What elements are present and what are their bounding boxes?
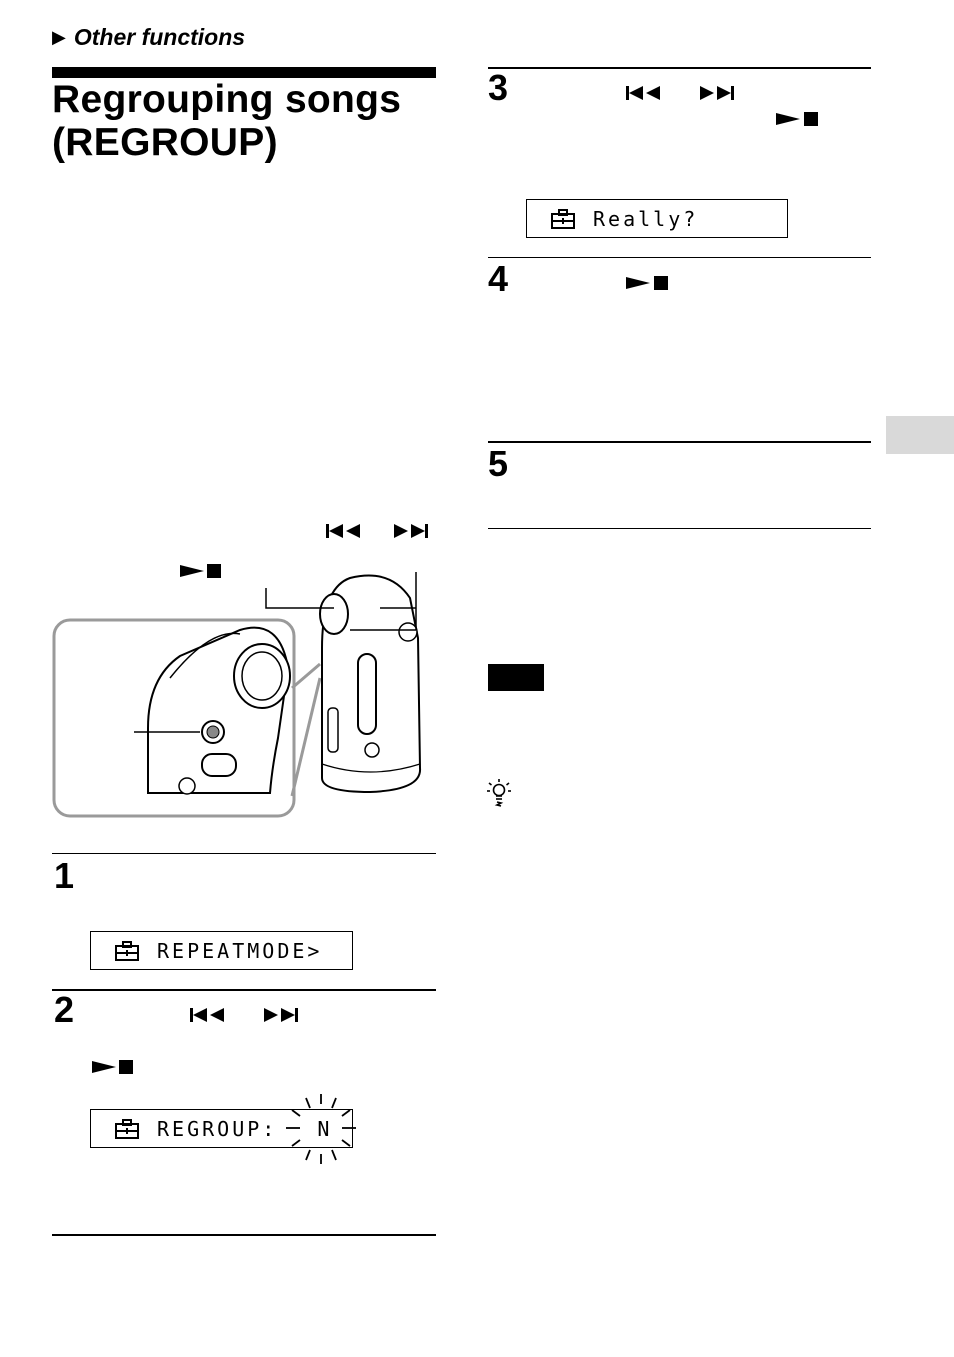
section-arrow-icon: ▶ (52, 27, 66, 47)
next-track-icon (264, 1008, 298, 1022)
step-1-display: REPEATMODE> (90, 931, 353, 970)
note-badge (488, 664, 544, 691)
menu-toolbox-icon (551, 208, 575, 229)
next-track-icon (394, 524, 428, 538)
play-stop-icon (180, 564, 221, 578)
step-3-display: Really? (526, 199, 788, 238)
menu-toolbox-icon (115, 1118, 139, 1139)
play-stop-icon (92, 1060, 133, 1074)
step-1-display-text: REPEATMODE> (157, 938, 323, 963)
page-title: Regrouping songs (REGROUP) (52, 78, 452, 164)
step-5-number: 5 (488, 443, 509, 484)
step-3-prev-next-icons (626, 86, 734, 100)
prev-track-icon (326, 524, 360, 538)
step-2-display-value: N (317, 1116, 333, 1141)
menu-toolbox-icon (115, 940, 139, 961)
page-title-line1: Regrouping songs (52, 78, 402, 121)
step-3-display-text: Really? (593, 206, 699, 231)
left-column-end-rule (52, 1234, 436, 1236)
step-3-number: 3 (488, 67, 509, 108)
next-track-icon (700, 86, 734, 100)
step-2-rule (52, 989, 436, 991)
right-column-end-rule (488, 528, 871, 529)
section-label: ▶ Other functions (52, 24, 245, 51)
title-bar (52, 67, 436, 78)
page-title-line2: (REGROUP) (52, 121, 278, 164)
step-2-display-text: REGROUP: (157, 1116, 278, 1141)
device-illustration (52, 572, 422, 818)
step-2-prev-next-icons (190, 1008, 298, 1022)
step-4-rule (488, 257, 871, 258)
prev-next-icons-intro (326, 524, 428, 538)
chapter-side-tab (886, 416, 954, 454)
play-stop-icon (626, 276, 668, 290)
step-1-rule (52, 853, 436, 854)
step-5-rule (488, 441, 871, 443)
blink-indicator-icon (286, 1094, 356, 1164)
step-2-number: 2 (54, 989, 75, 1030)
section-title: Other functions (73, 24, 246, 50)
lightbulb-hint-icon (487, 779, 511, 807)
device-zoom-view (134, 626, 291, 795)
step-2-display: REGROUP: N (90, 1109, 353, 1148)
prev-track-icon (626, 86, 660, 100)
prev-track-icon (190, 1008, 224, 1022)
step-4-number: 4 (488, 258, 509, 299)
step-1-number: 1 (54, 855, 75, 896)
step-3-rule (488, 67, 871, 69)
play-stop-icon (776, 112, 818, 126)
